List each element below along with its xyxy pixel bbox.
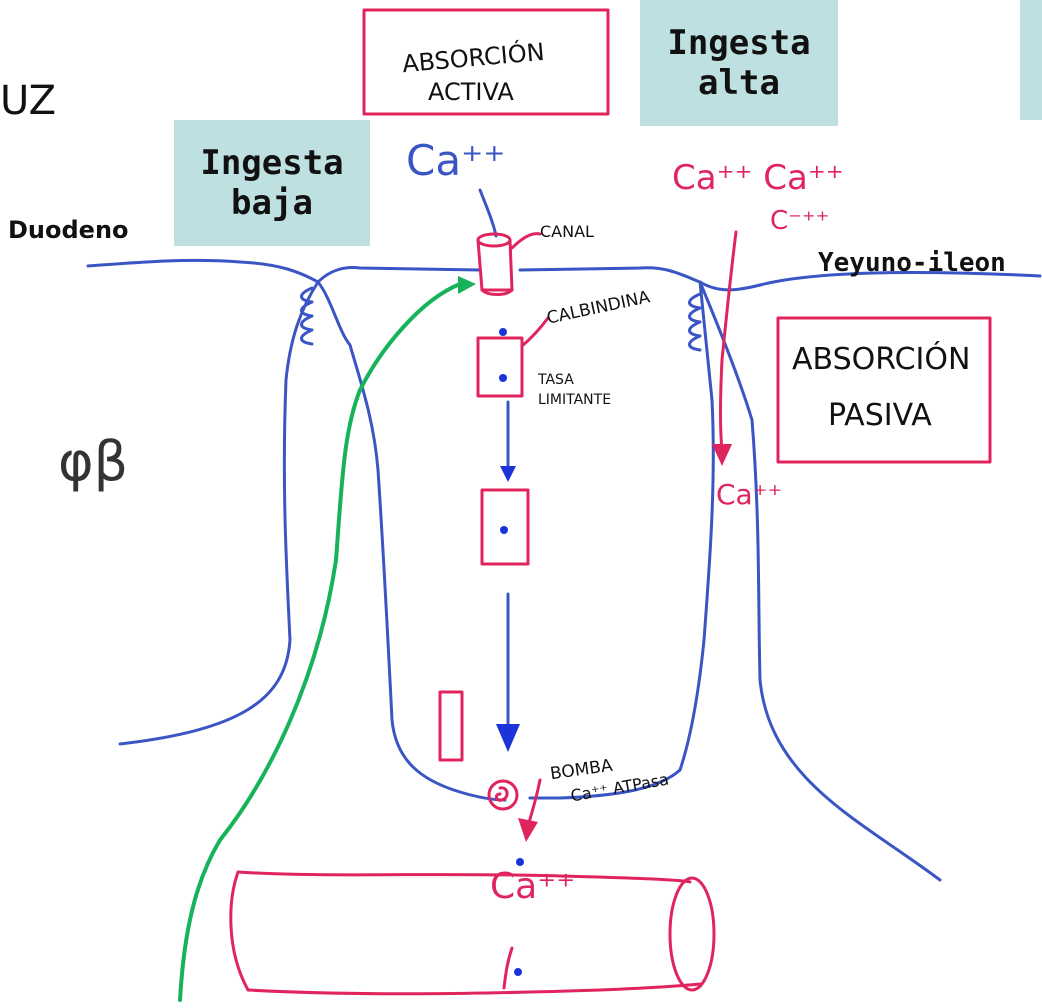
ca-entry-arrow [480,190,496,236]
arrow-head-2 [496,724,520,752]
ca-ion-dot-1 [499,328,507,336]
ingesta-baja-line1: Ingesta [174,143,370,183]
absorcion-pasiva-line2: PASIVA [828,398,932,433]
canal-label: CANAL [540,222,594,241]
ca-ion-right: Ca⁺⁺ [716,478,782,511]
atpasa-pump [489,781,517,809]
ingesta-baja-box: Ingesta baja [174,120,370,246]
apical-membrane-left [88,260,480,282]
absorcion-pasiva-frame [778,318,990,462]
ca-ion-dot-4 [516,858,524,866]
calbindina-box-1 [478,338,522,396]
neighbor-cell-left [120,282,318,744]
ca-ion-dot-2 [499,374,507,382]
partial-box-right [1020,0,1042,120]
canal-top [478,234,510,246]
ca-ion-dot-5 [514,968,522,976]
ca-ion-bottom: Ca⁺⁺ [490,866,575,907]
arrow-head-1 [500,466,516,482]
blood-vessel [231,872,700,994]
ingesta-baja-line2: baja [174,183,370,223]
passive-arrow-head [712,444,732,466]
pump-exit-arrow [528,780,540,826]
ca-ion-top: Ca⁺⁺ [406,136,505,185]
ingesta-alta-box: Ingesta alta [640,0,838,126]
duodeno-label: Duodeno [8,216,129,244]
tasa-limitante-line1: TASA [538,372,574,388]
cell-wall-right [530,282,713,798]
passive-arrow [721,232,737,450]
blood-vessel-end [670,878,714,990]
absorcion-activa-line2: ACTIVA [428,78,514,106]
vessel-entry-arrow [504,948,512,988]
ingesta-alta-line1: Ingesta [640,23,838,63]
canal-body [478,240,512,290]
luz-label: UZ [0,78,56,124]
tight-junction-right [690,294,701,350]
green-return-path [180,284,460,1000]
ca-ion-pair: Ca⁺⁺ Ca⁺⁺ [672,158,844,198]
absorcion-pasiva-line1: ABSORCIÓN [792,342,970,377]
tasa-limitante-line2: LIMITANTE [538,392,611,408]
side-note: φβ [58,430,128,493]
yeyuno-ileon-label: Yeyuno-ileon [818,248,1006,278]
ca-ion-third: C⁻⁺⁺ [770,206,829,236]
pump-arrow-head [518,818,538,842]
green-arrow-head [458,276,476,294]
ingesta-alta-line2: alta [640,63,838,103]
ca-ion-dot-3 [500,526,508,534]
calbindina-pointer [522,318,548,346]
canal-pointer [512,234,540,248]
calbindina-box-3 [440,692,462,760]
